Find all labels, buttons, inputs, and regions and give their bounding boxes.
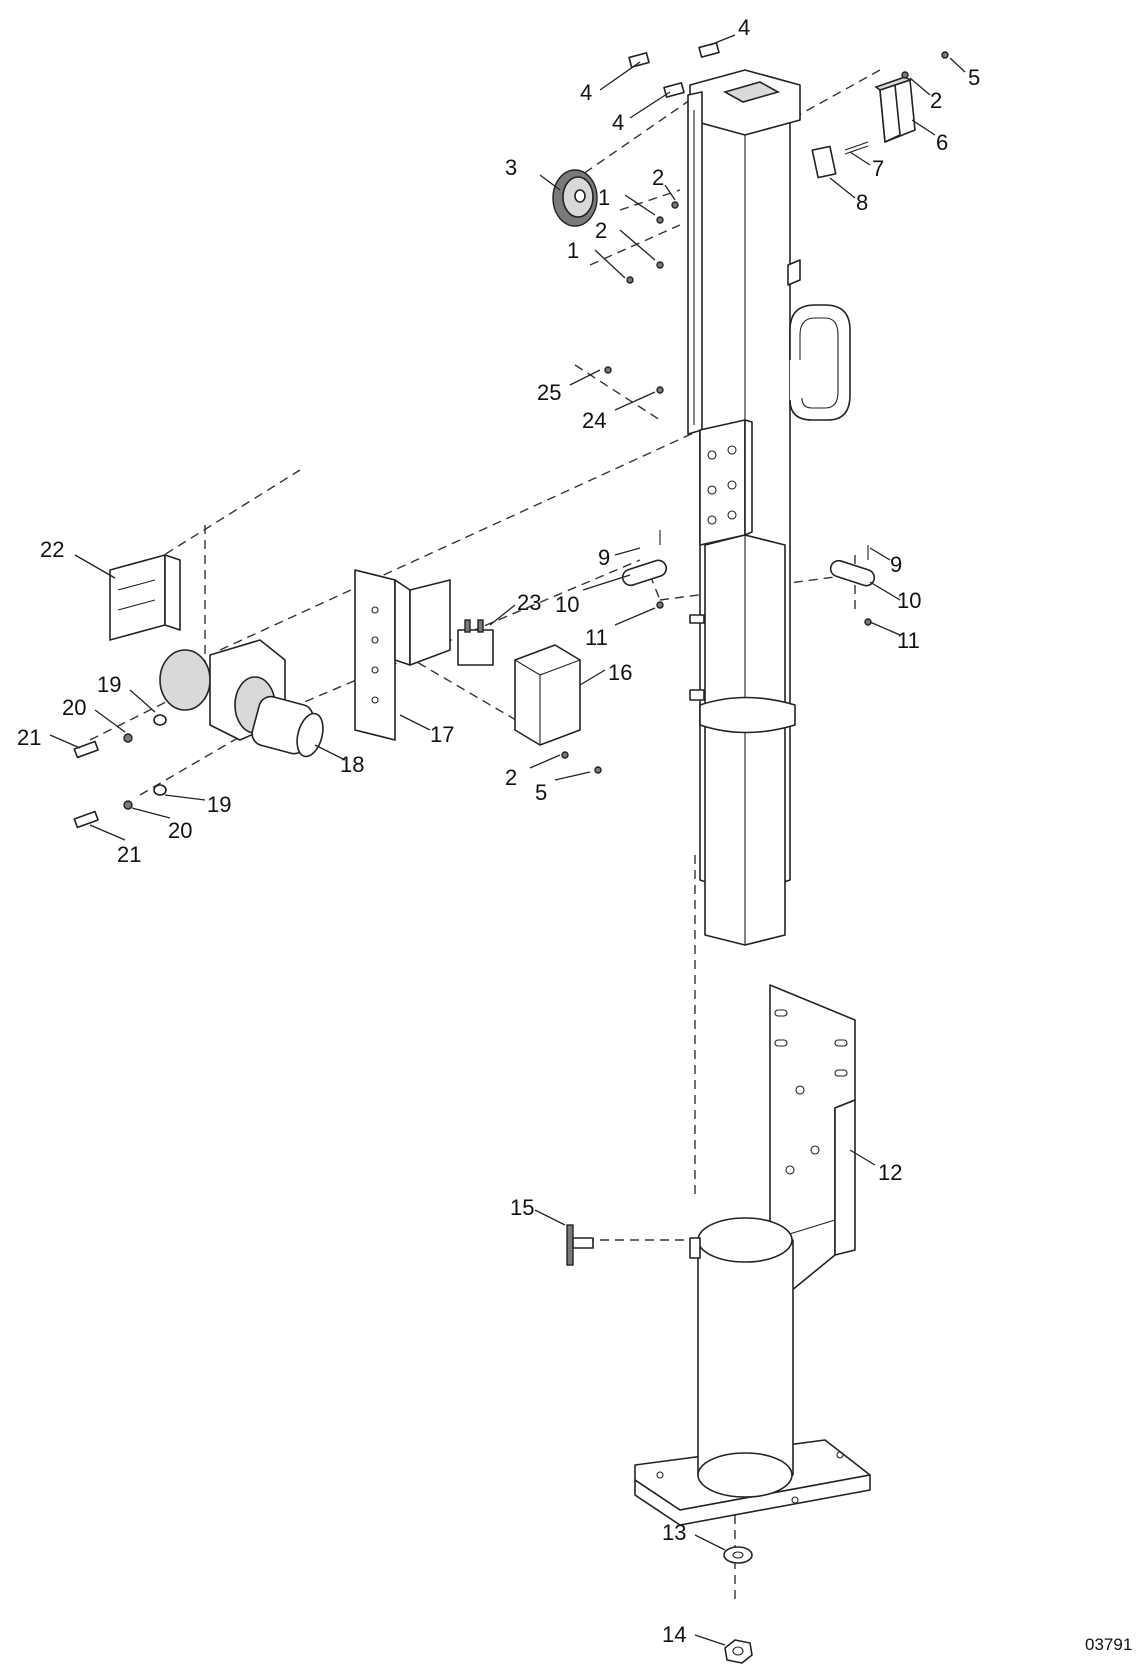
plate-part-17 [354, 569, 451, 741]
switch-part-8 [811, 141, 869, 179]
callout-2: 2 [505, 765, 517, 790]
callout-8: 8 [856, 190, 868, 215]
callout-4: 4 [738, 15, 750, 40]
callout-9: 9 [890, 552, 902, 577]
callout-10: 10 [555, 592, 579, 617]
callout-20: 20 [62, 695, 86, 720]
callout-6: 6 [936, 130, 948, 155]
callout-3: 3 [505, 155, 517, 180]
callout-23: 23 [517, 590, 541, 615]
fasteners [561, 51, 949, 774]
callout-24: 24 [582, 408, 606, 433]
leader-lines [49, 34, 966, 1646]
callout-2: 2 [652, 165, 664, 190]
callout-1: 1 [598, 185, 610, 210]
drawing-number: 03791 [1085, 1635, 1132, 1654]
base-tube [634, 1217, 871, 1526]
callout-11: 11 [585, 625, 608, 650]
washers-screws [73, 714, 167, 829]
callout-16: 16 [608, 660, 632, 685]
callout-20: 20 [168, 818, 192, 843]
callout-17: 17 [430, 722, 454, 747]
washer-nut [723, 1546, 753, 1664]
cover-part-6 [874, 76, 916, 143]
callout-19: 19 [207, 792, 231, 817]
callout-22: 22 [40, 537, 64, 562]
callout-21: 21 [117, 842, 141, 867]
pin-part-15 [566, 1224, 594, 1266]
callout-2: 2 [595, 218, 607, 243]
callout-25: 25 [537, 380, 561, 405]
bracket-part-22 [109, 554, 181, 641]
links-part-10 [621, 559, 876, 587]
callout-4: 4 [580, 80, 592, 105]
main-column [687, 69, 851, 946]
callout-10: 10 [897, 588, 921, 613]
pins-part-4 [628, 42, 720, 98]
pulley-part-3 [552, 169, 598, 227]
callout-21: 21 [17, 725, 41, 750]
callout-5: 5 [968, 65, 980, 90]
callout-7: 7 [872, 156, 884, 181]
callout-15: 15 [510, 1195, 534, 1220]
motor-part-18 [159, 639, 324, 758]
callout-11: 11 [897, 628, 920, 653]
callouts: 4 4 4 5 2 6 7 8 3 2 1 2 1 25 24 22 9 10 … [17, 15, 980, 1647]
callout-12: 12 [878, 1160, 902, 1185]
callout-4: 4 [612, 110, 624, 135]
bracket-part-12 [769, 984, 856, 1301]
callout-2: 2 [930, 88, 942, 113]
callout-5: 5 [535, 780, 547, 805]
callout-1: 1 [567, 238, 579, 263]
relay-part-23 [457, 619, 494, 666]
callout-14: 14 [662, 1622, 686, 1647]
callout-9: 9 [598, 545, 610, 570]
callout-19: 19 [97, 672, 121, 697]
callout-18: 18 [340, 752, 364, 777]
callout-13: 13 [662, 1520, 686, 1545]
box-part-16 [514, 644, 581, 746]
